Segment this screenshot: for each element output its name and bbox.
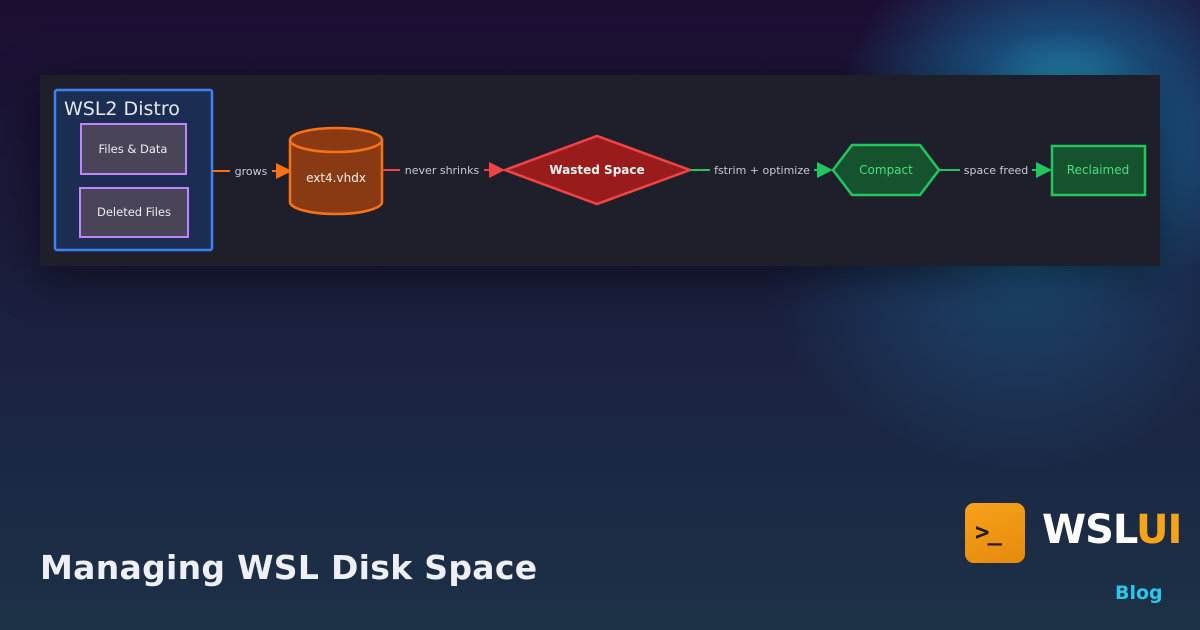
edge-fstrim: fstrim + optimize xyxy=(690,162,833,178)
edge-never-shrinks-label: never shrinks xyxy=(405,164,480,177)
edge-grows-label: grows xyxy=(235,165,268,178)
logo-prompt-glyph: >_ xyxy=(975,518,1002,546)
page-title: Managing WSL Disk Space xyxy=(40,548,538,587)
compact-node: Compact xyxy=(831,143,941,197)
files-data-node: Files & Data xyxy=(80,123,187,175)
vhdx-node: ext4.vhdx xyxy=(288,126,384,216)
deleted-files-node: Deleted Files xyxy=(79,187,189,238)
compact-label: Compact xyxy=(859,163,913,177)
brand-name-ui: UI xyxy=(1136,507,1182,553)
reclaimed-label: Reclaimed xyxy=(1067,163,1130,177)
reclaimed-node: Reclaimed xyxy=(1050,144,1147,197)
disk-space-flowchart: WSL2 Distro Files & Data Deleted Files g… xyxy=(53,88,1147,252)
deleted-files-label: Deleted Files xyxy=(97,205,171,219)
files-data-label: Files & Data xyxy=(99,142,168,156)
blog-label[interactable]: Blog xyxy=(1115,582,1163,604)
edge-grows: grows xyxy=(212,163,292,179)
brand-name[interactable]: WSLUI xyxy=(1042,507,1182,553)
wasted-space-node: Wasted Space xyxy=(501,134,694,206)
edge-never-shrinks: never shrinks xyxy=(382,162,505,178)
vhdx-label: ext4.vhdx xyxy=(306,171,366,185)
edge-fstrim-label: fstrim + optimize xyxy=(714,164,810,177)
distro-label: WSL2 Distro xyxy=(64,98,180,120)
edge-space-freed-label: space freed xyxy=(964,164,1028,177)
wasted-space-label: Wasted Space xyxy=(549,163,644,177)
edge-space-freed: space freed xyxy=(939,162,1052,178)
brand-name-wsl: WSL xyxy=(1042,507,1137,553)
terminal-prompt-icon[interactable]: >_ xyxy=(965,503,1025,563)
diagram-panel: WSL2 Distro Files & Data Deleted Files g… xyxy=(40,75,1160,266)
